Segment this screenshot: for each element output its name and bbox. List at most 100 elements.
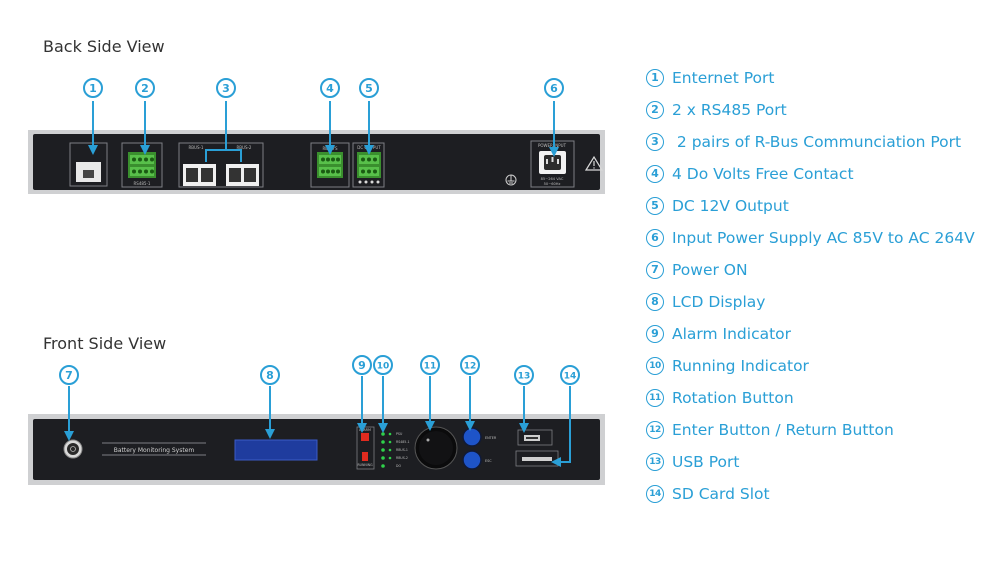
legend-number: 3 <box>646 133 664 151</box>
marker-4: 4 <box>326 82 334 95</box>
ground-icon <box>505 174 517 186</box>
legend-number: 6 <box>646 229 664 247</box>
ethernet-port[interactable] <box>69 142 108 187</box>
legend-item: 4 4 Do Volts Free Contact <box>646 158 975 190</box>
front-panel: Battery Monitoring System ALARM RUNNING … <box>28 414 605 485</box>
legend-label: USB Port <box>672 453 740 471</box>
number-markers <box>59 78 580 385</box>
device-diagram: RS485-1 RBUS-1 RBUS-2 RELAYS <box>28 78 605 485</box>
running-led <box>362 452 368 461</box>
legend-label: LCD Display <box>672 293 766 311</box>
usb-port[interactable] <box>517 429 553 446</box>
back-panel: RS485-1 RBUS-1 RBUS-2 RELAYS <box>28 130 605 194</box>
marker-13-circle <box>514 365 534 385</box>
enter-button[interactable] <box>462 427 482 447</box>
legend-label: 2 x RS485 Port <box>672 101 787 119</box>
legend-label: Power ON <box>672 261 748 279</box>
legend-label: DC 12V Output <box>672 197 789 215</box>
marker-13: 13 <box>518 372 531 382</box>
esc-label: ESC <box>485 459 492 463</box>
lcd-display <box>234 439 318 461</box>
marker-7: 7 <box>65 369 73 382</box>
legend-item: 7 Power ON <box>646 254 975 286</box>
legend-item: 2 2 x RS485 Port <box>646 94 975 126</box>
marker-3: 3 <box>222 82 230 95</box>
marker-7-circle <box>59 365 79 385</box>
indicator-label-rbus2: RBUS-2 <box>396 456 408 460</box>
power-button[interactable] <box>63 439 83 459</box>
marker-4-circle <box>320 78 340 98</box>
indicator-label-do: DO <box>396 464 401 468</box>
rs485-terminal[interactable]: RS485-1 <box>121 142 163 188</box>
marker-6: 6 <box>550 82 558 95</box>
marker-1-circle <box>83 78 103 98</box>
legend-item: 6 Input Power Supply AC 85V to AC 264V <box>646 222 975 254</box>
marker-11-circle <box>420 355 440 375</box>
brand-text: Battery Monitoring System <box>114 447 195 454</box>
legend-item: 11 Rotation Button <box>646 382 975 414</box>
marker-14: 14 <box>564 372 577 382</box>
legend-item: 5 DC 12V Output <box>646 190 975 222</box>
rbus1-label: RBUS-1 <box>189 145 204 150</box>
marker-5-circle <box>359 78 379 98</box>
power-spec-label: 85~264 VAC <box>541 177 564 181</box>
marker-9: 9 <box>358 359 366 372</box>
legend-number: 14 <box>646 485 664 503</box>
enter-label: ENTER <box>485 436 497 440</box>
rs485-label: RS485-1 <box>134 181 151 186</box>
legend-label: 4 Do Volts Free Contact <box>672 165 854 183</box>
legend-number: 11 <box>646 389 664 407</box>
front-view-title: Front Side View <box>43 334 167 353</box>
legend-label: Enter Button / Return Button <box>672 421 894 439</box>
legend-number: 2 <box>646 101 664 119</box>
legend-item: 10 Running Indicator <box>646 350 975 382</box>
power-input-socket[interactable]: POWER INPUT 85~264 VAC 50~60Hz <box>530 140 575 188</box>
marker-1: 1 <box>89 82 97 95</box>
legend-item: 12 Enter Button / Return Button <box>646 414 975 446</box>
legend-number: 4 <box>646 165 664 183</box>
legend-number: 13 <box>646 453 664 471</box>
legend-number: 7 <box>646 261 664 279</box>
legend-number: 9 <box>646 325 664 343</box>
legend-label: Running Indicator <box>672 357 809 375</box>
legend-label: Rotation Button <box>672 389 794 407</box>
legend-label: Enternet Port <box>672 69 775 87</box>
rotation-knob[interactable] <box>414 426 458 470</box>
legend-item: 8 LCD Display <box>646 286 975 318</box>
legend-number: 8 <box>646 293 664 311</box>
indicator-label-rbus1: RBUS-1 <box>396 448 408 452</box>
marker-9-circle <box>352 355 372 375</box>
legend-label: 2 pairs of R-Bus Communciation Port <box>672 133 962 151</box>
marker-11: 11 <box>424 362 437 372</box>
rbus-ports[interactable]: RBUS-1 RBUS-2 <box>178 142 264 188</box>
module-leds: PSU RS485-1 RBUS-1 RBUS-2 DO <box>381 432 410 468</box>
marker-6-circle <box>544 78 564 98</box>
marker-12-circle <box>460 355 480 375</box>
legend-item: 3 2 pairs of R-Bus Communciation Port <box>646 126 975 158</box>
marker-5: 5 <box>365 82 373 95</box>
marker-12: 12 <box>464 362 477 372</box>
legend-number: 5 <box>646 197 664 215</box>
marker-8: 8 <box>266 369 274 382</box>
rbus2-label: RBUS-2 <box>237 145 252 150</box>
front-pointer-lines <box>64 376 571 467</box>
marker-3-circle <box>216 78 236 98</box>
legend-label: Input Power Supply AC 85V to AC 264V <box>672 229 975 247</box>
running-label: RUNNING <box>357 463 373 467</box>
marker-14-circle <box>560 365 580 385</box>
legend-number: 10 <box>646 357 664 375</box>
warning-icon <box>584 155 604 171</box>
esc-button[interactable] <box>462 450 482 470</box>
legend-label: Alarm Indicator <box>672 325 792 343</box>
indicator-label-rs485: RS485-1 <box>396 440 410 444</box>
marker-10: 10 <box>377 362 390 372</box>
back-pointer-lines <box>88 101 559 162</box>
power-freq-label: 50~60Hz <box>544 182 561 186</box>
legend-item: 13 USB Port <box>646 446 975 478</box>
marker-10-circle <box>373 355 393 375</box>
legend-number: 12 <box>646 421 664 439</box>
marker-2-circle <box>135 78 155 98</box>
